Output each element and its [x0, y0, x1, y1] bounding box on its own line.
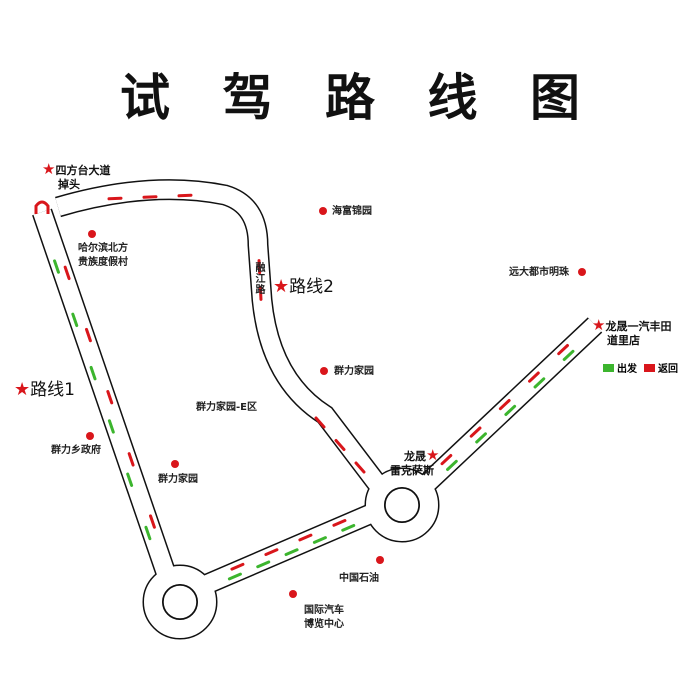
- direction-arrow: [557, 343, 569, 356]
- direction-arrow: [528, 371, 540, 383]
- direction-arrow: [257, 259, 262, 275]
- direction-arrow: [71, 312, 79, 328]
- direction-arrow: [562, 349, 575, 362]
- title-char: 试: [120, 68, 170, 127]
- direction-arrow: [504, 404, 517, 417]
- direction-arrow: [498, 398, 511, 411]
- poi-dot: [289, 590, 297, 598]
- star-icon: ★: [14, 379, 31, 400]
- direction-arrow: [107, 196, 123, 201]
- direction-arrow: [127, 452, 135, 467]
- direction-arrow: [332, 519, 347, 527]
- label-toyota-store: ★龙晟一汽丰田道里店: [592, 316, 672, 348]
- poi-dot: [320, 367, 328, 375]
- direction-arrow: [149, 514, 156, 529]
- direction-arrow: [227, 572, 242, 581]
- road-top-rongjiang: [55, 179, 391, 497]
- star-icon: ★: [426, 446, 440, 464]
- title-char: 图: [530, 68, 580, 127]
- direction-arrow: [334, 439, 346, 451]
- direction-arrow: [469, 426, 482, 438]
- direction-arrow: [126, 472, 134, 487]
- label-sifangtai-uturn: ★四方台大道掉头: [42, 160, 111, 192]
- label-harbin-resort: 哈尔滨北方贵族度假村: [78, 243, 128, 268]
- direction-arrow: [258, 285, 263, 301]
- direction-arrow: [314, 416, 326, 429]
- direction-arrow: [264, 548, 279, 556]
- direction-arrow: [440, 453, 453, 466]
- title-char: 线: [427, 68, 478, 127]
- label-qunli-gov: 群力乡政府: [51, 445, 101, 456]
- direction-arrow: [144, 525, 152, 541]
- label-qunli-e: 群力家园-E区: [196, 402, 257, 413]
- direction-arrow: [53, 259, 60, 274]
- poi-dot: [319, 207, 327, 215]
- title-char: 驾: [222, 68, 273, 127]
- map-title: 试 驾 路 线 图: [120, 58, 580, 130]
- legend-swatch-return: [644, 363, 655, 372]
- label-qunli-home: 群力家园: [334, 366, 374, 377]
- poi-dot: [86, 432, 94, 440]
- label-rongjiang-road: 融江路: [253, 262, 264, 295]
- direction-arrow: [63, 265, 71, 281]
- legend-depart: 出发: [617, 364, 637, 375]
- legend: 出发 返回: [603, 360, 678, 375]
- direction-arrow: [85, 327, 92, 343]
- label-route-2: ★路线2: [273, 276, 334, 297]
- label-haifu: 海富锦园: [332, 206, 372, 217]
- title-char: 路: [325, 68, 375, 127]
- direction-arrow: [89, 365, 97, 381]
- label-qunli-home-2: 群力家园: [158, 474, 198, 485]
- label-lexus-store: 龙晟★雷克萨斯: [390, 446, 440, 478]
- poi-dot: [376, 556, 384, 564]
- legend-return: 返回: [658, 364, 678, 375]
- star-icon: ★: [42, 160, 56, 178]
- poi-dot: [578, 268, 586, 276]
- u-turn-icon: [34, 200, 50, 214]
- direction-arrow: [533, 377, 546, 389]
- label-petrochina: 中国石油: [339, 573, 379, 584]
- poi-dot: [171, 460, 179, 468]
- direction-arrow: [256, 560, 271, 569]
- direction-arrow: [446, 459, 458, 472]
- label-route-1: ★路线1: [14, 379, 75, 400]
- star-icon: ★: [592, 316, 606, 334]
- label-yuanda: 远大都市明珠: [509, 267, 569, 278]
- direction-arrow: [142, 195, 158, 199]
- legend-swatch-depart: [603, 363, 614, 372]
- label-expo-center: 国际汽车博览中心: [304, 605, 344, 630]
- direction-arrow: [298, 533, 313, 542]
- direction-arrow: [312, 536, 327, 544]
- direction-arrow: [230, 562, 245, 571]
- direction-arrow: [284, 548, 299, 557]
- poi-dot: [88, 230, 96, 238]
- star-icon: ★: [273, 276, 290, 297]
- direction-arrow: [107, 419, 115, 434]
- direction-arrow: [177, 193, 193, 198]
- direction-arrow: [341, 523, 356, 532]
- direction-arrow: [354, 461, 366, 474]
- direction-arrow: [475, 432, 487, 444]
- direction-arrow: [106, 390, 114, 405]
